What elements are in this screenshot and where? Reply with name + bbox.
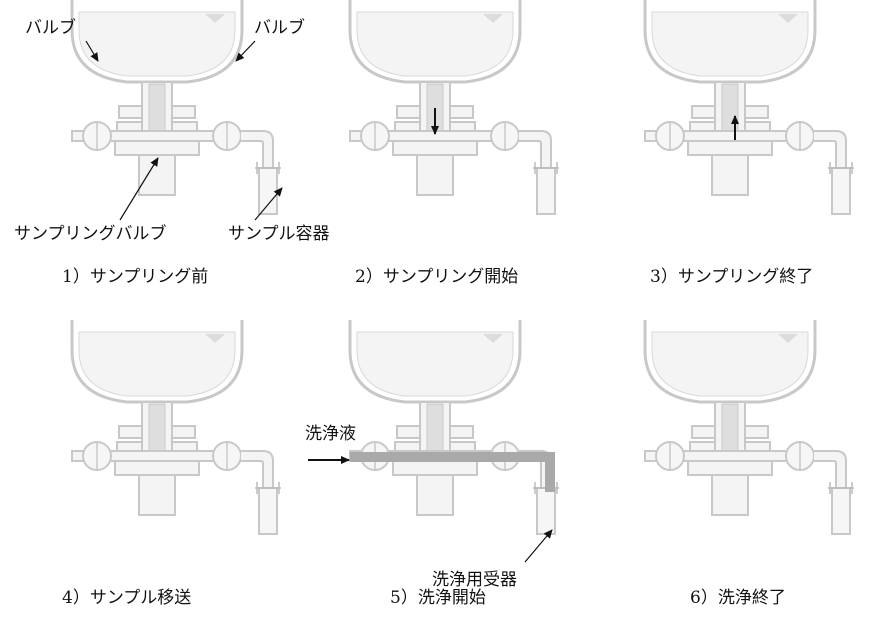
label-sample-container: サンプル容器 <box>228 224 330 244</box>
apparatus-step2 <box>348 0 561 216</box>
label-wash-liquid: 洗浄液 <box>305 424 356 444</box>
callout-arrow-valve-left <box>85 40 99 62</box>
annotation-arrows <box>85 40 739 563</box>
apparatus-step6 <box>643 318 856 536</box>
apparatus-step4 <box>70 318 283 536</box>
wash-flow-pipe <box>350 452 552 462</box>
step-caption-6: 6）洗浄終了 <box>690 588 786 608</box>
label-valve-left: バルブ <box>25 18 76 38</box>
step-caption-5: 5）洗浄開始 <box>390 588 486 608</box>
wash-flow-elbow <box>545 452 555 492</box>
step-caption-4: 4）サンプル移送 <box>62 588 192 608</box>
apparatus-step1 <box>70 0 283 216</box>
step-caption-3: 3）サンプリング終了 <box>650 267 814 287</box>
apparatus-step5 <box>348 318 561 536</box>
step-caption-1: 1）サンプリング前 <box>62 267 209 287</box>
callout-arrow-sampling-valve <box>119 157 159 221</box>
label-sampling-valve: サンプリングバルブ <box>14 224 167 244</box>
label-wash-receiver: 洗浄用受器 <box>432 570 517 590</box>
apparatus-step3 <box>643 0 856 216</box>
step-caption-2: 2）サンプリング開始 <box>355 267 519 287</box>
callout-arrow-wash-receiver <box>524 529 553 563</box>
label-valve-right: バルブ <box>254 18 305 38</box>
callout-arrow-valve-right <box>235 40 256 62</box>
callout-arrow-sample-container <box>254 187 283 221</box>
